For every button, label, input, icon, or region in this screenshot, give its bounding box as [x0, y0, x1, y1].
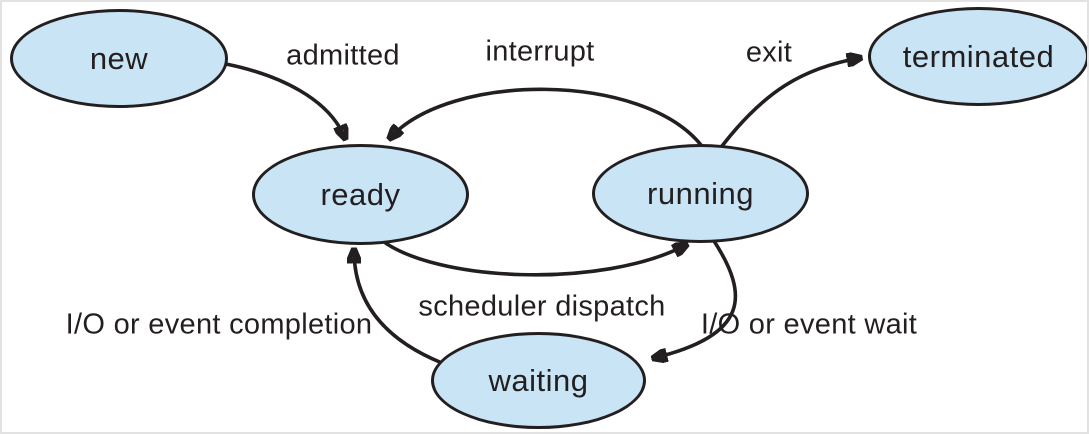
state-ready-label: ready	[320, 176, 401, 212]
edge-scheduler-dispatch-arrow	[378, 237, 686, 277]
state-running: running	[592, 144, 809, 243]
state-new-label: new	[89, 40, 149, 76]
edge-exit-arrow	[720, 58, 860, 148]
state-terminated-label: terminated	[902, 38, 1055, 74]
edge-label-io-event-wait: I/O or event wait	[700, 308, 918, 341]
edge-label-io-event-completion: I/O or event completion	[65, 308, 373, 341]
state-ready: ready	[252, 144, 469, 245]
state-new: new	[10, 9, 228, 108]
edge-interrupt-arrow	[390, 87, 703, 147]
edge-label-interrupt: interrupt	[485, 35, 595, 68]
state-waiting: waiting	[431, 332, 646, 429]
edge-io-event-wait-arrow	[654, 239, 738, 358]
state-waiting-label: waiting	[488, 362, 589, 398]
edge-label-exit: exit	[745, 36, 793, 69]
edge-io-event-completion-arrow	[354, 250, 444, 365]
state-terminated: terminated	[868, 7, 1087, 106]
state-running-label: running	[647, 175, 754, 211]
edge-label-scheduler-dispatch: scheduler dispatch	[418, 290, 666, 323]
edge-label-admitted: admitted	[286, 39, 400, 72]
edge-admitted-arrow	[224, 62, 345, 138]
